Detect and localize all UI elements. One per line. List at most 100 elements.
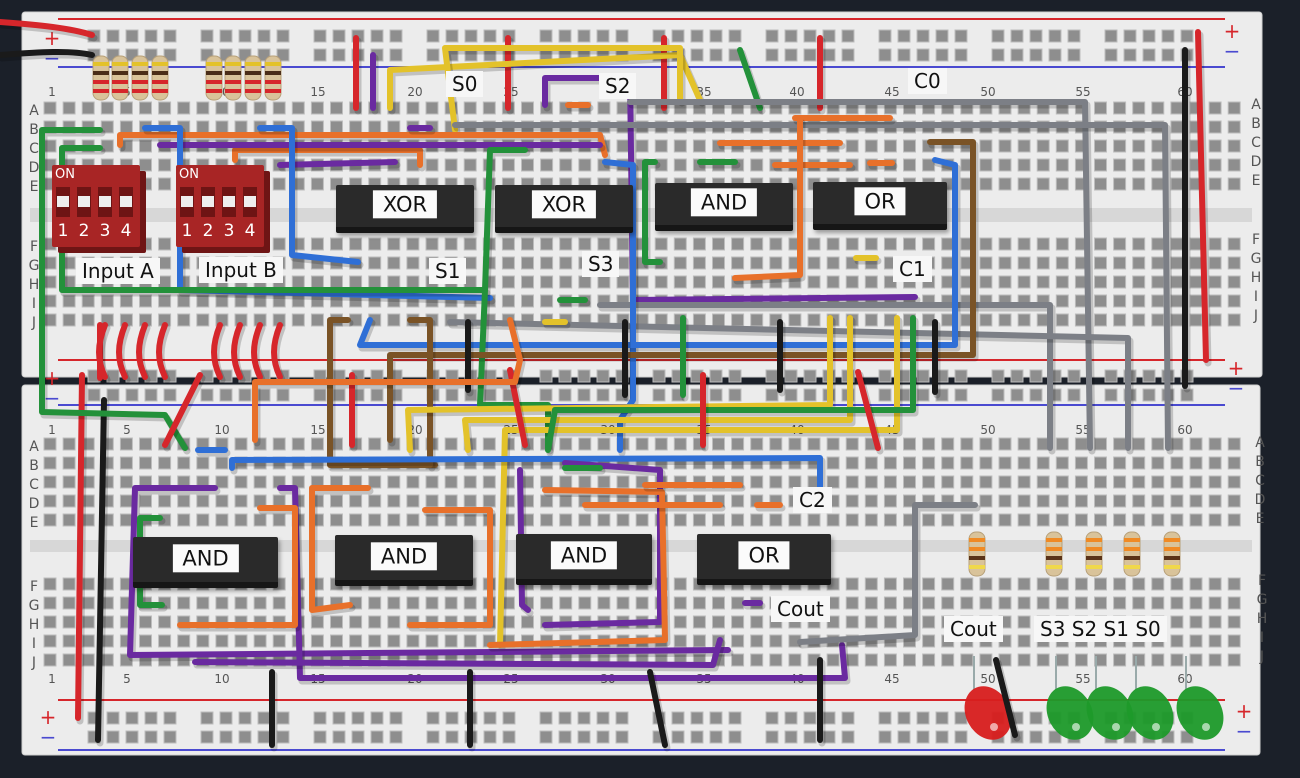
red-jumper [162, 372, 203, 448]
chip-xor-1[interactable]: XOR [336, 185, 474, 233]
terminal-hole [1132, 101, 1146, 115]
terminal-hole [673, 256, 687, 270]
terminal-hole [482, 437, 496, 451]
terminal-hole [482, 475, 496, 489]
terminal-hole [387, 615, 401, 629]
chip-and-bottom-2[interactable]: AND [335, 535, 473, 586]
dip-toggle-2[interactable] [77, 187, 91, 217]
terminal-hole [1151, 437, 1165, 451]
terminal-hole [368, 237, 382, 251]
terminal-hole [43, 475, 57, 489]
terminal-hole [1017, 158, 1031, 172]
terminal-hole [941, 256, 955, 270]
terminal-hole [272, 101, 286, 115]
rail-hole [935, 388, 949, 402]
terminal-hole [883, 437, 897, 451]
terminal-hole [883, 513, 897, 527]
terminal-hole [1055, 513, 1069, 527]
rail-hole [841, 29, 855, 43]
resistor-band [112, 62, 128, 66]
terminal-hole [1036, 139, 1050, 153]
terminal-hole [1113, 577, 1127, 591]
resistor-band [969, 547, 985, 551]
terminal-hole [1074, 653, 1088, 667]
dip-switch-input-b[interactable]: ON 1 2 3 4 [176, 165, 264, 247]
terminal-hole [196, 120, 210, 134]
terminal-hole [1170, 158, 1184, 172]
terminal-hole [1113, 437, 1127, 451]
terminal-hole [196, 513, 210, 527]
terminal-hole [1055, 294, 1069, 308]
red-rail-jumper [271, 322, 283, 380]
column-tick: 45 [884, 85, 899, 99]
terminal-hole [1132, 653, 1146, 667]
terminal-hole [941, 237, 955, 251]
terminal-hole [578, 437, 592, 451]
terminal-hole [139, 158, 152, 172]
terminal-hole [444, 596, 458, 610]
terminal-hole [750, 158, 764, 172]
dip-toggle-3[interactable] [98, 187, 112, 217]
terminal-hole [272, 177, 286, 191]
terminal-hole [616, 275, 630, 289]
dip-toggle-1[interactable] [56, 187, 70, 217]
terminal-hole [1017, 456, 1031, 470]
chip-and-top[interactable]: AND [655, 183, 793, 231]
terminal-hole [1094, 139, 1107, 153]
terminal-hole [1094, 577, 1107, 591]
terminal-hole [1017, 256, 1031, 270]
net-label-s1: S1 [429, 258, 467, 284]
rail-minus-sign: − [40, 725, 57, 749]
terminal-hole [1017, 577, 1031, 591]
dip-toggle-2[interactable] [201, 187, 215, 217]
column-tick: 15 [310, 85, 325, 99]
chip-xor-2[interactable]: XOR [495, 185, 633, 233]
terminal-hole [119, 475, 133, 489]
terminal-hole [1094, 494, 1107, 508]
rail-hole [822, 29, 836, 43]
terminal-hole [406, 634, 420, 648]
chip-or-top[interactable]: OR [813, 182, 947, 230]
resistor-band [1124, 547, 1140, 551]
terminal-hole [1094, 256, 1107, 270]
rail-hole [313, 711, 327, 725]
red-rail-jumper [251, 322, 263, 380]
dip-switch-input-a[interactable]: ON 1 2 3 4 [52, 165, 140, 247]
terminal-hole [463, 101, 477, 115]
terminal-hole [673, 615, 687, 629]
led-s0 [1176, 686, 1224, 740]
resistor-band [265, 89, 281, 93]
red-rail-jumper [231, 322, 243, 380]
terminal-hole [635, 596, 649, 610]
rail-hole [200, 711, 214, 725]
terminal-hole [425, 494, 439, 508]
dip-toggle-4[interactable] [243, 187, 257, 217]
dip-toggle-3[interactable] [222, 187, 236, 217]
terminal-hole [769, 634, 783, 648]
terminal-hole [540, 513, 554, 527]
dip-toggle-4[interactable] [119, 187, 133, 217]
terminal-hole [1227, 101, 1241, 115]
dip-toggle-1[interactable] [180, 187, 194, 217]
terminal-hole [158, 615, 172, 629]
terminal-hole [941, 275, 955, 289]
gray-wire [447, 319, 1131, 451]
chip-and-bottom-1[interactable]: AND [133, 537, 278, 588]
terminal-hole [43, 513, 57, 527]
terminal-hole [81, 615, 95, 629]
chip-or-bottom[interactable]: OR [697, 534, 831, 585]
terminal-hole [387, 237, 401, 251]
terminal-hole [807, 237, 821, 251]
rail-minus-sign: − [1228, 376, 1245, 400]
rail-hole [238, 29, 252, 43]
terminal-hole [406, 256, 420, 270]
terminal-hole [635, 139, 649, 153]
terminal-hole [692, 513, 706, 527]
terminal-hole [139, 139, 152, 153]
chip-and-bottom-3[interactable]: AND [516, 534, 652, 585]
rail-hole [238, 730, 252, 744]
terminal-hole [826, 437, 840, 451]
blue-wire [229, 455, 823, 493]
rail-hole [709, 388, 723, 402]
